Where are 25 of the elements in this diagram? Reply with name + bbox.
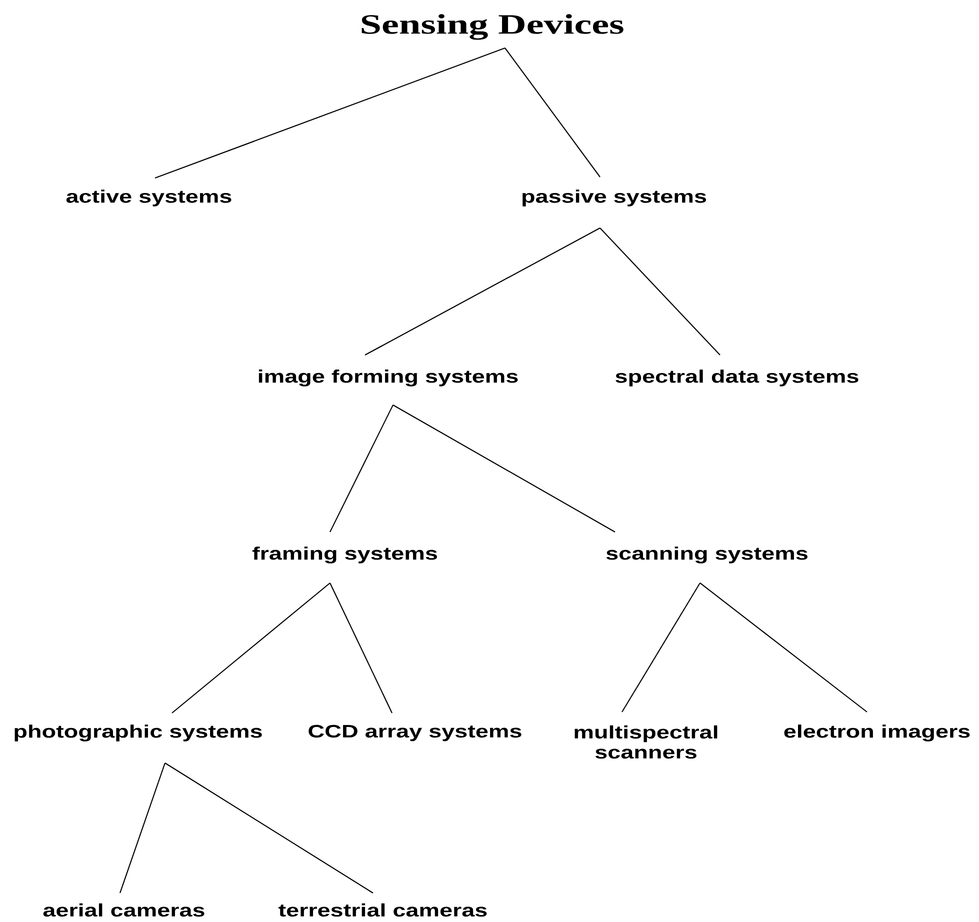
tree-line: [172, 582, 330, 714]
category-label: spectral data systems: [616, 370, 858, 386]
tree-line: [700, 582, 868, 712]
category-label: scanning systems: [606, 546, 808, 564]
category-label: terrestrial cameras: [278, 903, 487, 917]
title-heading: Sensing Devices: [362, 14, 624, 40]
category-label: aerial cameras: [43, 903, 204, 917]
tree-line: [119, 762, 166, 894]
tree-line: [392, 404, 616, 532]
category-label: multispectral scanners: [574, 725, 718, 759]
category-label: electron imagers: [784, 724, 970, 742]
category-label: framing systems: [252, 546, 437, 564]
tree-line: [364, 228, 600, 356]
tree-line: [164, 762, 374, 894]
tree-line: [330, 582, 392, 714]
tree-line: [622, 582, 700, 712]
category-label: image forming systems: [258, 370, 518, 386]
category-label: active systems: [66, 190, 232, 206]
tree-line: [330, 404, 394, 532]
category-label: passive systems: [522, 190, 706, 206]
tree-line: [154, 47, 506, 178]
category-label: CCD array systems: [308, 724, 522, 742]
tree-line: [600, 228, 720, 356]
category-label: photographic systems: [14, 724, 262, 742]
tree-line: [504, 48, 600, 178]
